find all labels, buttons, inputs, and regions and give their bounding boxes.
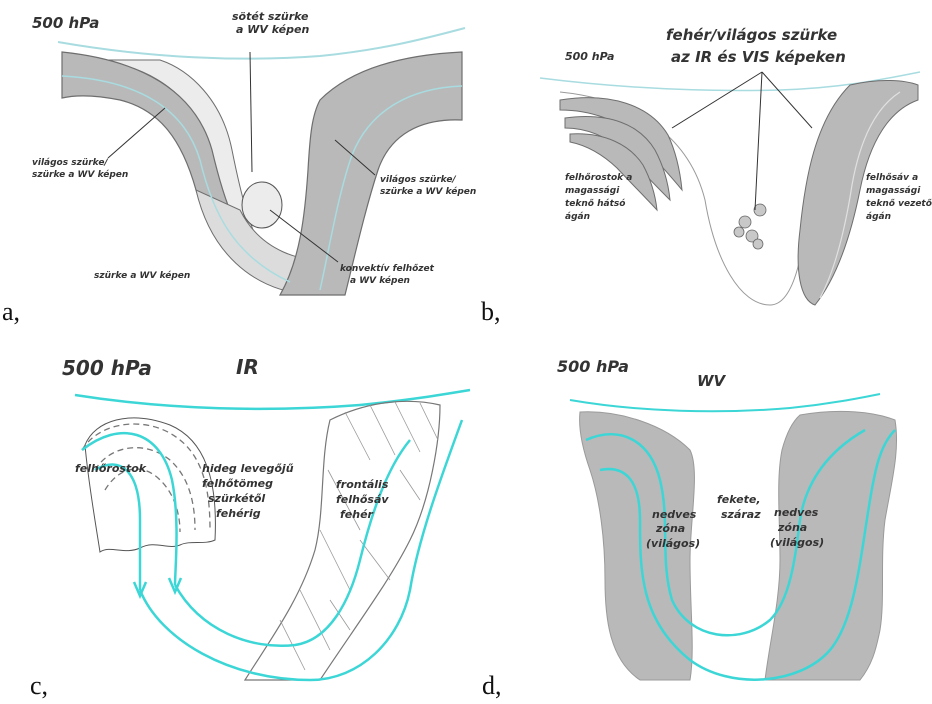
- panel-b-right-label-3: teknő vezető: [866, 199, 932, 209]
- panel-a-right-label-2: szürke a WV képen: [380, 186, 476, 197]
- panel-b-leader-2: [755, 72, 762, 210]
- panel-c-middle-label-2: felhőtömeg: [202, 477, 273, 490]
- panel-b-title-2: az IR és VIS képeken: [671, 48, 846, 66]
- panel-b-right-label-1: felhősáv a: [866, 173, 918, 183]
- panel-c-letter: c,: [30, 671, 48, 700]
- panel-a-right-label-1: világos szürke/: [380, 175, 456, 185]
- panel-c-500hpa-line: [75, 390, 470, 409]
- panel-c-pressure-label: 500 hPa: [62, 356, 152, 380]
- panel-a-leader-top: [250, 52, 252, 172]
- panel-c: 500 hPa IR felhőrostok hideg levegőjű fe…: [30, 355, 470, 700]
- panel-a-top-label-1: sötét szürke: [232, 10, 309, 23]
- panel-c-right-label-1: frontális: [336, 478, 389, 491]
- panel-b-left-label-3: teknő hátsó: [565, 198, 625, 209]
- panel-b-left-label-4: ágán: [565, 212, 590, 222]
- panel-b-left-label-2: magassági: [565, 186, 620, 196]
- panel-a: 500 hPa sötét szürke a WV képen világos …: [2, 10, 476, 326]
- panel-b: 500 hPa fehér/világos szürke az IR és VI…: [481, 26, 932, 326]
- panel-d-pressure-label: 500 hPa: [557, 357, 629, 376]
- panel-b-leader-1: [672, 72, 762, 128]
- panel-d-middle-label-2: száraz: [721, 508, 761, 521]
- panel-d-right-label-1: nedves: [774, 506, 819, 519]
- panel-b-convective-cells: [734, 204, 766, 249]
- panel-c-frontal-hatch: [280, 402, 438, 670]
- panel-c-flow-line: [95, 464, 140, 590]
- panel-c-flow-line: [140, 420, 462, 680]
- panel-b-left-label-1: felhőrostok a: [565, 173, 632, 183]
- panel-c-filament-arc: [95, 448, 195, 530]
- panel-b-letter: b,: [481, 297, 501, 326]
- panel-c-frontal-band: [245, 401, 440, 680]
- panel-b-cell: [753, 239, 763, 249]
- panel-d-left-label-2: zóna: [655, 522, 685, 535]
- panel-c-right-label-3: fehér: [340, 508, 374, 521]
- panel-b-cell: [754, 204, 766, 216]
- panel-d: 500 hPa WV nedves zóna (világos) fekete,…: [482, 357, 897, 700]
- panel-c-flow-line: [82, 433, 177, 585]
- panel-a-left-label-1: világos szürke/: [32, 158, 108, 168]
- panel-a-convective-cloud: [242, 182, 282, 228]
- panel-a-convective-1: konvektív felhőzet: [340, 264, 435, 274]
- panel-a-top-label-2: a WV képen: [236, 23, 309, 36]
- panel-b-pressure-label: 500 hPa: [565, 50, 614, 63]
- panel-c-left-label: felhőrostok: [75, 462, 147, 475]
- panel-b-title-1: fehér/világos szürke: [666, 26, 837, 44]
- panel-d-letter: d,: [482, 671, 502, 700]
- panel-d-channel: WV: [697, 372, 727, 390]
- panel-d-right-label-2: zóna: [777, 521, 807, 534]
- panel-d-500hpa-line: [570, 394, 880, 411]
- panel-c-right-label-2: felhősáv: [336, 493, 389, 506]
- panel-a-leader-left: [108, 108, 165, 158]
- panel-c-channel: IR: [236, 355, 259, 379]
- panel-c-filament-arc: [105, 469, 180, 532]
- panel-d-left-label-1: nedves: [652, 508, 697, 521]
- panel-a-pressure-label: 500 hPa: [32, 14, 99, 32]
- panel-b-right-label-4: ágán: [866, 212, 891, 222]
- panel-c-middle-label-3: szürkétől: [208, 492, 265, 505]
- panel-c-middle-label-4: fehérig: [216, 507, 261, 520]
- panel-d-middle-label-1: fekete,: [717, 493, 761, 506]
- panel-b-cell: [739, 216, 751, 228]
- panel-d-left-label-3: (világos): [646, 537, 700, 550]
- panel-a-left-label-2: szürke a WV képen: [32, 169, 128, 180]
- panel-a-convective-2: a WV képen: [350, 275, 410, 286]
- panel-b-cell: [734, 227, 744, 237]
- panel-a-bottom-label: szürke a WV képen: [94, 270, 190, 281]
- panel-b-leader-3: [762, 72, 812, 128]
- panel-a-letter: a,: [2, 297, 20, 326]
- panel-c-middle-label-1: hideg levegőjű: [202, 462, 294, 475]
- panel-b-right-label-2: magassági: [866, 186, 921, 196]
- panel-d-right-label-3: (világos): [770, 536, 824, 549]
